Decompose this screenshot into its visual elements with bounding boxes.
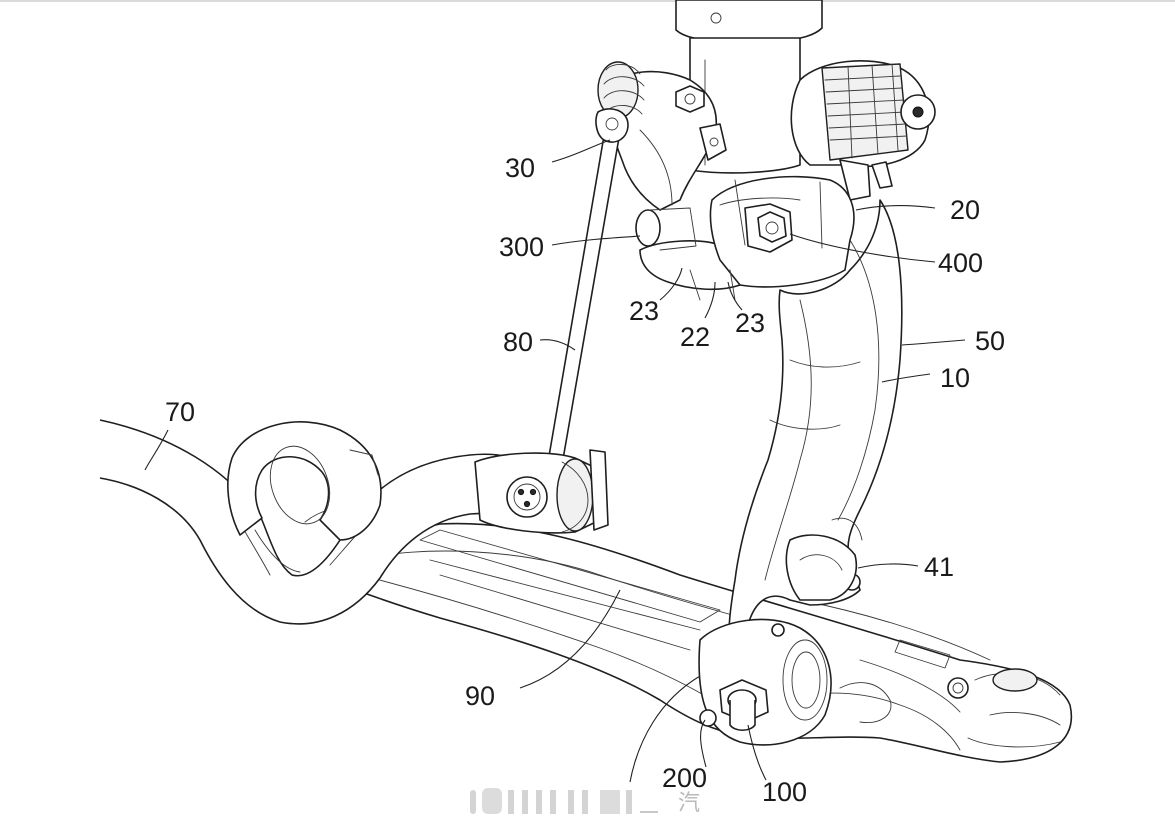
label-22: 22 (680, 322, 710, 352)
knuckle-upper (597, 61, 727, 211)
label-70: 70 (165, 397, 195, 427)
right-bushing (790, 60, 936, 201)
ball-joint (698, 618, 832, 746)
label-100: 100 (762, 777, 807, 807)
label-10: 10 (940, 363, 970, 393)
knuckle-arm (728, 199, 903, 661)
label-20: 20 (950, 195, 980, 225)
clamp-bracket (635, 175, 855, 301)
label-41: 41 (924, 552, 954, 582)
label-300: 300 (499, 232, 544, 262)
label-400: 400 (938, 248, 983, 278)
label-200: 200 (662, 763, 707, 793)
label-90: 90 (465, 681, 495, 711)
label-80: 80 (503, 327, 533, 357)
label-30: 30 (505, 153, 535, 183)
leader-lines (144, 139, 966, 783)
stabilizer-link (474, 108, 629, 534)
reference-numerals: 30 300 20 400 23 22 23 80 50 10 70 41 90… (165, 153, 1005, 807)
label-23-left: 23 (629, 296, 659, 326)
watermark: 汽 (470, 788, 700, 816)
watermark-text: 汽 (678, 791, 700, 816)
label-50: 50 (975, 326, 1005, 356)
label-23-right: 23 (735, 308, 765, 338)
